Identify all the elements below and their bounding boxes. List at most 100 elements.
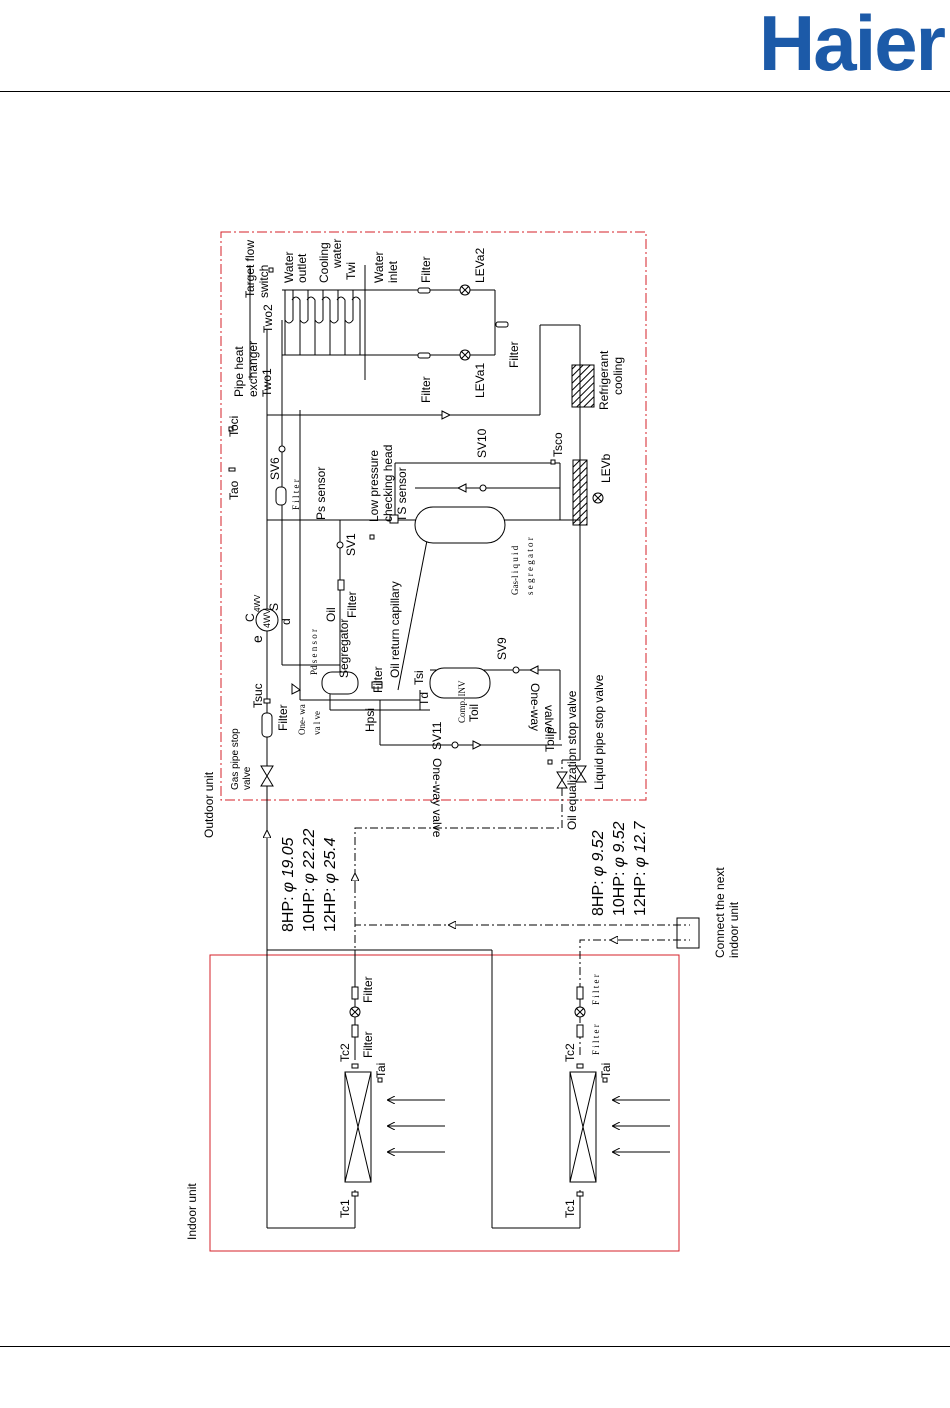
water-heat-exchanger bbox=[284, 290, 361, 355]
gas-liquid-segregator-icon bbox=[414, 506, 506, 544]
four-way-e-label: e bbox=[249, 635, 265, 643]
brand-name: Haier bbox=[758, 0, 946, 87]
filter-label: Filter bbox=[419, 376, 433, 403]
gas-pipe-sizes: 8HP:φ 19.05 10HP:φ 22.22 12HP:φ 25.4 bbox=[280, 829, 339, 932]
indoor1-tc1-label: Tc1 bbox=[338, 1199, 352, 1218]
one-way-valve-label: One- wa bbox=[297, 704, 307, 735]
cooling-water-label: water bbox=[330, 239, 344, 269]
connect-next-label: Connect the next bbox=[713, 867, 727, 958]
low-pressure-label: Low pressure bbox=[367, 450, 381, 522]
water-inlet-label: inlet bbox=[386, 260, 400, 283]
sv6-icon bbox=[278, 445, 286, 453]
ts-sensor-label: TS sensor bbox=[395, 467, 409, 522]
filter-icon bbox=[371, 681, 383, 689]
sv-icon bbox=[479, 484, 487, 492]
tsuc-label: Tsuc bbox=[251, 683, 265, 708]
oil-segregator-icon bbox=[321, 671, 359, 695]
four-way-valve-icon bbox=[255, 608, 279, 632]
indoor2-filter-label: F i l t e r bbox=[591, 974, 601, 1005]
leva2-label: LEVa2 bbox=[473, 248, 487, 283]
four-way-s-label: S bbox=[267, 603, 281, 611]
indoor1-filter-label: Filter bbox=[361, 976, 375, 1003]
pd-sensor-label: Pd s e n s o r bbox=[309, 629, 319, 675]
one-way-valve-label: va l ve bbox=[312, 711, 322, 735]
gas-stop-valve-label: valve bbox=[242, 766, 253, 790]
filter-icon bbox=[261, 712, 273, 738]
indoor2-tc1-label: Tc1 bbox=[563, 1199, 577, 1218]
two2-label: Two2 bbox=[261, 304, 275, 333]
one-way-valve-icon bbox=[528, 665, 539, 675]
gas-size-10hp: 10HP:φ 22.22 bbox=[301, 829, 318, 932]
crosses bbox=[344, 285, 603, 1183]
subcooler-hx bbox=[572, 459, 588, 526]
twi-label: Twi bbox=[344, 262, 358, 280]
filter-icon bbox=[351, 1024, 359, 1038]
water-outlet-label: Water bbox=[282, 251, 296, 283]
pipe-hx-label: Pipe heat bbox=[232, 346, 246, 397]
refrigerant-cooling-label: Refrigerant bbox=[597, 350, 611, 410]
indoor2-tc2-label: Tc2 bbox=[563, 1043, 577, 1062]
oil-return-label: Oil return capillary bbox=[388, 581, 402, 678]
four-way-c-label: C bbox=[243, 613, 257, 622]
one-way-valve-icon bbox=[472, 740, 483, 750]
water-outlet-label: outlet bbox=[295, 253, 309, 283]
compressor-icon bbox=[429, 667, 491, 699]
gas-stop-valve-label: Gas pipe stop bbox=[230, 728, 241, 790]
filter-icon bbox=[351, 986, 359, 1000]
one-way-valve-label: valve bbox=[542, 705, 556, 733]
tsco-label: Tsco bbox=[551, 432, 565, 457]
filter-icon bbox=[337, 579, 345, 591]
water-inlet-label: Water bbox=[372, 251, 386, 283]
indoor1-tai-label: Tai bbox=[374, 1063, 388, 1078]
filter-icon bbox=[576, 986, 584, 1000]
liquid-size-12hp: 12HP:φ 12.7 bbox=[632, 820, 649, 916]
airflow-arrows bbox=[388, 1100, 670, 1152]
target-flow-switch-label: switch bbox=[257, 265, 271, 298]
filter-label: Filter bbox=[419, 256, 433, 283]
leva1-label: LEVa1 bbox=[473, 363, 487, 398]
tao-label: Tao bbox=[227, 480, 241, 500]
oil-equalization-valve-label: Oil equalization stop valve bbox=[565, 690, 579, 830]
indoor2-tai-label: Tai bbox=[599, 1063, 613, 1078]
outdoor-unit-label: Outdoor unit bbox=[202, 771, 216, 838]
refrigerant-cooling-hx bbox=[571, 364, 595, 408]
four-way-center-label: 4WV bbox=[262, 608, 272, 628]
indoor1-tc2-label: Tc2 bbox=[338, 1043, 352, 1062]
one-way-valve-icon bbox=[456, 483, 467, 493]
refrigerant-cooling-label: cooling bbox=[611, 357, 625, 395]
sv1-label: SV1 bbox=[344, 533, 358, 556]
td-label: Td bbox=[417, 692, 431, 706]
segregator-label: Segregator bbox=[337, 619, 351, 678]
sv6-label: SV6 bbox=[268, 457, 282, 480]
sv1-icon bbox=[336, 541, 344, 549]
one-way-valve-label: One-way bbox=[528, 683, 542, 731]
oil-label: Oil bbox=[324, 607, 338, 622]
haier-logo: Haier bbox=[759, 4, 946, 82]
hpsi-label: Hpsi bbox=[363, 708, 377, 732]
levb-label: LEVb bbox=[599, 453, 613, 483]
gas-size-12hp: 12HP:φ 25.4 bbox=[322, 837, 339, 932]
toci-label: Toci bbox=[227, 416, 241, 437]
liquid-size-10hp: 10HP:φ 9.52 bbox=[611, 821, 628, 916]
gas-liquid-segregator-label: s e g r e g a t o r bbox=[525, 537, 535, 595]
one-way-valve-icon bbox=[291, 683, 301, 695]
outdoor-unit-boundary bbox=[220, 231, 647, 801]
liquid-stop-valve-label: Liquid pipe stop valve bbox=[592, 674, 606, 790]
one-way-valve-label: One-way valve bbox=[430, 758, 444, 838]
sv9-label: SV9 bbox=[495, 637, 509, 660]
indoor2-filter-label: F i l t e r bbox=[591, 1024, 601, 1055]
tsi-label: Tsi bbox=[412, 670, 426, 685]
gas-liquid-segregator-label: Gas-l i q u i d bbox=[510, 545, 520, 595]
sv11-icon bbox=[451, 741, 459, 749]
filter-label: F i l t e r bbox=[291, 479, 301, 510]
toil-label: Toil bbox=[467, 704, 481, 722]
filter-label: Filter bbox=[507, 341, 521, 368]
piping bbox=[249, 265, 700, 1229]
ps-sensor-label: Ps sensor bbox=[314, 467, 328, 520]
liquid-size-8hp: 8HP:φ 9.52 bbox=[590, 830, 607, 916]
filter-icon bbox=[417, 352, 431, 359]
one-way-valve-icon bbox=[441, 410, 452, 420]
filter-icon bbox=[417, 287, 431, 294]
filter-icon bbox=[275, 486, 287, 506]
